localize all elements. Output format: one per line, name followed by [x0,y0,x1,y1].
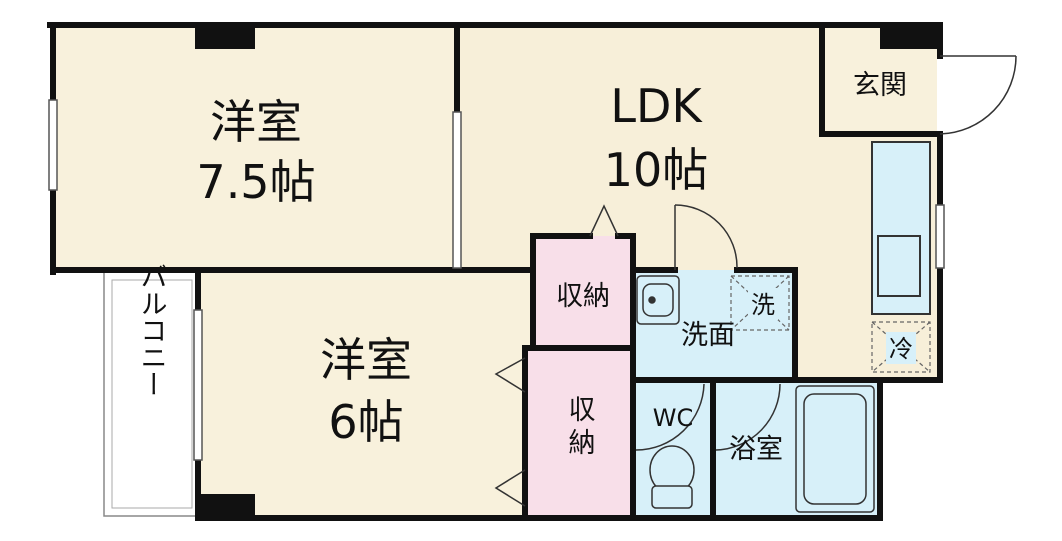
toilet-door [635,383,705,451]
balcony-label: バルコニー [136,263,167,398]
balcony-inner-line [111,279,193,509]
storage-2-floor [525,348,633,518]
entrance-door [939,55,1017,135]
western-room-1-floor [54,28,457,270]
storage-2-label: 収納 [564,395,596,461]
windows [48,99,945,461]
pillar [195,494,255,520]
washer-label: 洗 [751,291,775,319]
ldk-size: 10帖 [604,143,709,197]
bath-door [715,383,781,451]
washroom-label: 洗面 [681,320,735,351]
fridge-label: 冷 [889,335,913,363]
bathroom-label: 浴室 [729,434,783,465]
toilet-fixture [649,445,695,509]
western-room-1-name: 洋室 [210,95,302,149]
entrance-label: 玄関 [853,70,907,101]
toilet-label: WC [653,404,694,432]
washer-label-bg [748,288,778,320]
kitchen-sink [877,235,921,297]
wash-basin [636,275,680,325]
storage-1-label: 収納 [556,281,610,312]
storage-1-floor [533,236,633,348]
pillar [195,25,255,49]
storage-doors [494,204,619,507]
western-room-2-size: 6帖 [328,395,403,449]
ldk-name: LDK [610,79,703,133]
washer-space [730,275,790,331]
western-room-2-name: 洋室 [320,333,412,387]
western-room-2-floor [198,270,533,518]
western-room-1-size: 7.5帖 [196,155,315,209]
ldk-door [674,204,738,270]
pillar [880,25,940,49]
fridge-label-bg [886,332,916,364]
bathtub [795,385,875,513]
